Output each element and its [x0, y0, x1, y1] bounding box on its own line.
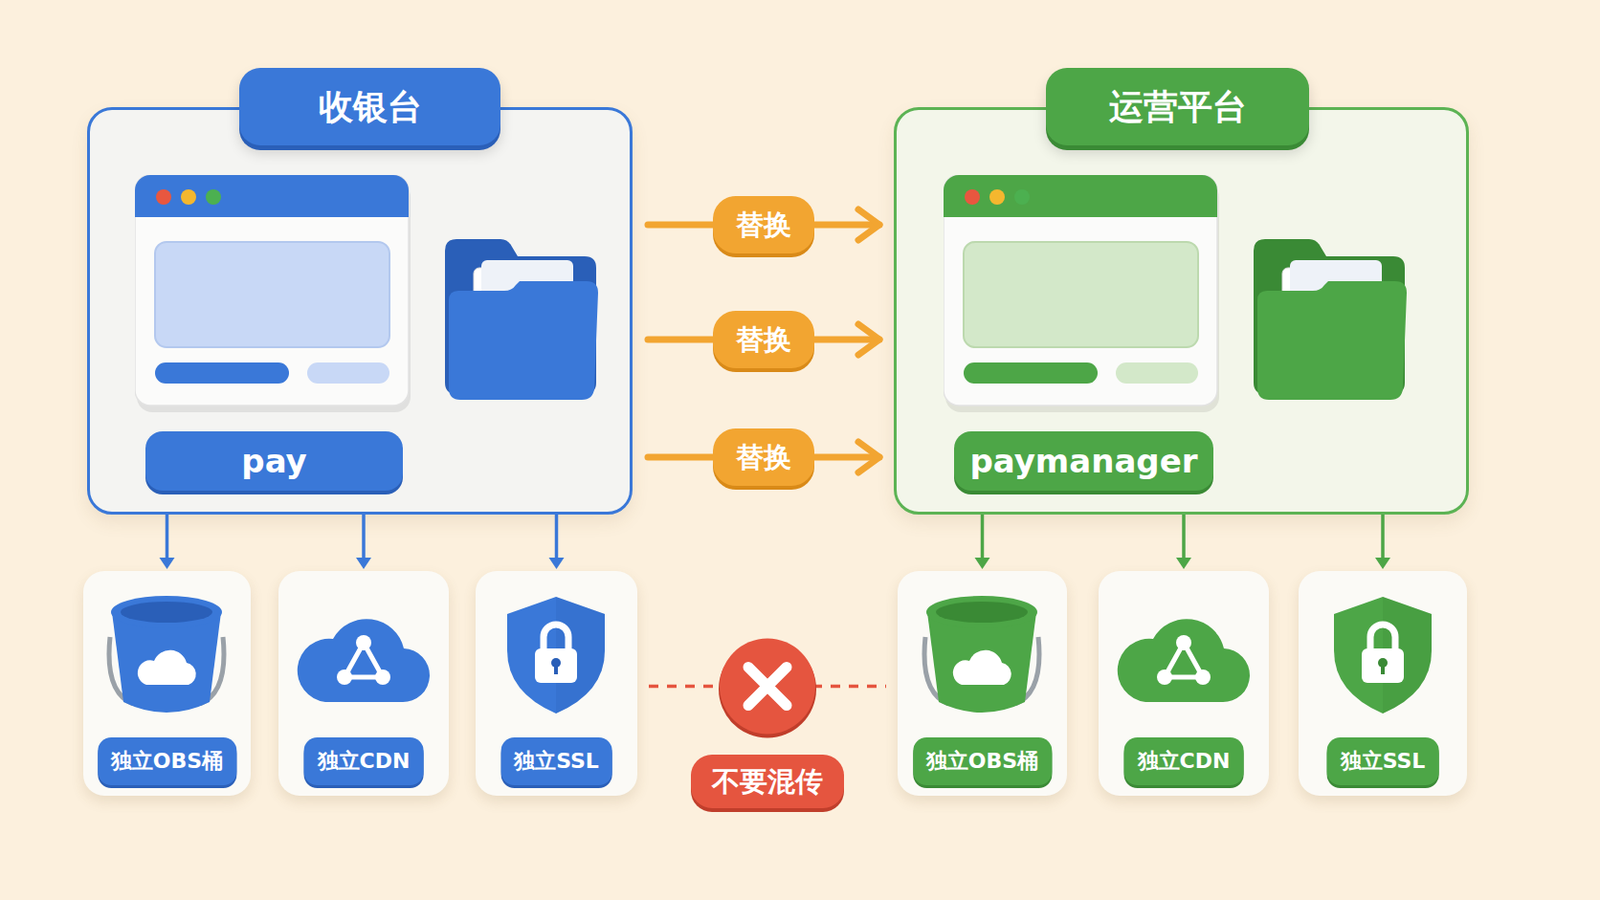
panel-heading: 收银台	[239, 67, 501, 146]
arrow-head	[858, 324, 880, 356]
resource-card: 独立OBS桶	[897, 571, 1067, 797]
bucket-icon	[924, 596, 1040, 713]
resource-label: 独立SSL	[1327, 737, 1440, 786]
resource-label: 独立CDN	[304, 737, 424, 786]
green-icons	[924, 175, 1432, 714]
system-panel: 收银台pay	[87, 107, 633, 515]
app-name: paymanager	[969, 442, 1198, 481]
folder-icon	[444, 239, 599, 400]
arrow-head	[159, 557, 176, 570]
connector	[648, 639, 887, 739]
system-panel: 运营平台paymanager	[893, 107, 1469, 515]
browser-window-icon	[943, 175, 1220, 413]
connector	[549, 514, 565, 570]
cdn-cloud-icon	[1117, 619, 1250, 703]
connector	[1375, 514, 1391, 570]
replace-label: 替换	[712, 196, 815, 254]
connector	[159, 514, 176, 570]
resource-card: 独立CDN	[1098, 571, 1269, 797]
arrow-head	[355, 557, 372, 570]
forbid-circle	[719, 639, 816, 735]
resource-card: 独立CDN	[278, 571, 449, 797]
replace-label: 替换	[712, 428, 815, 487]
connector	[975, 514, 991, 570]
connector	[647, 442, 880, 473]
resource-card: 独立SSL	[475, 571, 638, 797]
app-name-pill: pay	[145, 431, 403, 491]
forbid-cross	[748, 667, 787, 707]
bucket-icon	[109, 596, 224, 713]
ssl-shield-icon	[507, 597, 605, 714]
arrow-head	[1176, 557, 1192, 570]
connector	[1176, 514, 1192, 570]
resource-label: 独立SSL	[500, 737, 613, 786]
arrow-head	[1375, 557, 1391, 570]
resource-label: 独立OBS桶	[912, 737, 1052, 786]
connector	[647, 209, 880, 241]
ssl-shield-icon	[1333, 597, 1432, 714]
folder-icon	[1253, 239, 1407, 400]
resource-label: 独立OBS桶	[97, 737, 237, 786]
connector	[647, 324, 880, 356]
connector	[355, 514, 372, 570]
app-name: pay	[241, 442, 307, 481]
panel-heading: 运营平台	[1045, 67, 1310, 146]
arrow-head	[858, 209, 880, 241]
app-name-pill: paymanager	[954, 431, 1214, 491]
resource-label: 独立CDN	[1124, 737, 1245, 786]
arrow-head	[549, 557, 565, 570]
arrow-head	[858, 442, 880, 473]
cdn-cloud-icon	[297, 619, 430, 703]
blue-icons	[109, 175, 605, 714]
replace-label: 替换	[712, 311, 815, 369]
forbid-shadow	[718, 641, 817, 739]
resource-card: 独立OBS桶	[83, 571, 251, 797]
browser-window-icon	[134, 175, 411, 413]
arrow-head	[975, 557, 991, 570]
warning-label: 不要混传	[690, 755, 845, 809]
resource-card: 独立SSL	[1298, 571, 1467, 797]
